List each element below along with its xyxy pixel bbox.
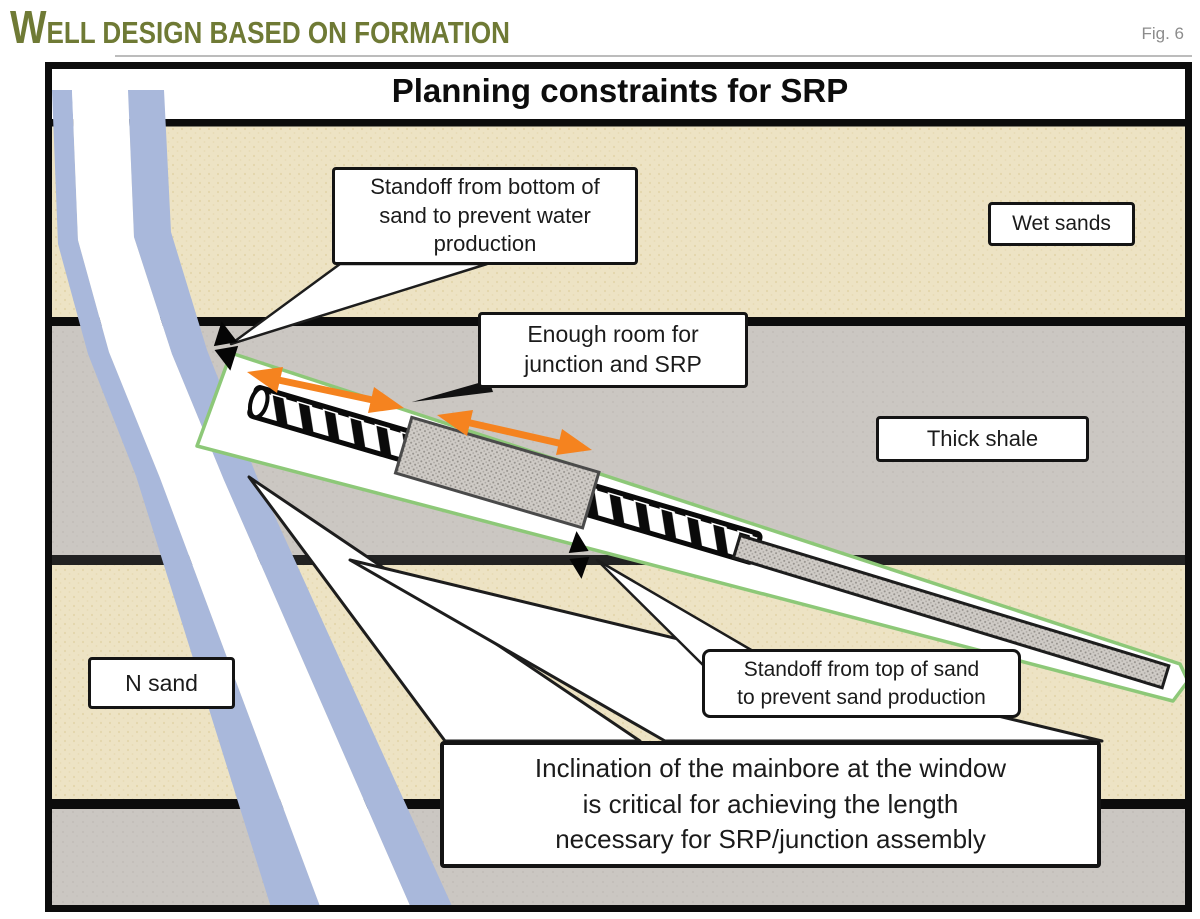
callout-enough-room-line1: Enough room for — [527, 321, 699, 348]
label-thick-shale: Thick shale — [876, 416, 1089, 462]
callout-inclination-line2: is critical for achieving the length — [582, 788, 959, 819]
mainbore — [52, 90, 452, 905]
page-header-title: WELL DESIGN BASED ON FORMATION — [10, 1, 510, 53]
label-thick-shale-text: Thick shale — [926, 426, 1039, 451]
srp-assembly — [393, 415, 601, 530]
diagram-title: Planning constraints for SRP — [391, 72, 849, 109]
standoff-arrow-sand-icon — [568, 531, 590, 579]
callout-standoff-bottom-line1: Standoff from bottom of — [370, 174, 600, 200]
figure-number: Fig. 6 — [1141, 24, 1184, 43]
callout-inclination-line1: Inclination of the mainbore at the windo… — [534, 752, 1007, 783]
callout-inclination-line3: necessary for SRP/junction assembly — [555, 824, 986, 855]
boundary-line-shale-nsand — [52, 555, 1185, 565]
label-wet-sands-text: Wet sands — [1012, 212, 1111, 235]
callout-standoff-top-line1: Standoff from top of sand — [743, 658, 980, 682]
standoff-arrow-window-icon — [213, 321, 239, 371]
room-arrow-1 — [247, 367, 404, 413]
liner-open-end — [247, 386, 270, 420]
label-n-sand-text: N sand — [125, 669, 198, 696]
enough-room-pointer — [412, 380, 493, 402]
callout-standoff-bottom-line2: sand to prevent water — [379, 202, 591, 228]
label-wet-sands: Wet sands — [988, 202, 1135, 246]
callout-standoff-top: Standoff from top of sand to prevent san… — [702, 649, 1021, 718]
lateral-tail — [731, 533, 1171, 690]
boundary-line-top — [52, 119, 1185, 127]
callout-enough-room-line2: junction and SRP — [524, 351, 702, 377]
callout-standoff-bottom: Standoff from bottom of sand to prevent … — [332, 167, 638, 265]
label-n-sand: N sand — [88, 657, 235, 709]
mainbore-right-blue-edge — [128, 90, 452, 905]
callout-standoff-bottom-line3: production — [433, 231, 537, 257]
header-divider — [115, 55, 1192, 57]
callout-inclination: Inclination of the mainbore at the windo… — [440, 741, 1101, 868]
callout-enough-room: Enough room for junction and SRP — [478, 312, 748, 388]
diagram-frame — [45, 62, 1192, 912]
mainbore-white-channel — [72, 90, 410, 905]
room-arrow-2 — [437, 410, 592, 455]
callout-standoff-top-line2: to prevent sand production — [737, 685, 986, 709]
